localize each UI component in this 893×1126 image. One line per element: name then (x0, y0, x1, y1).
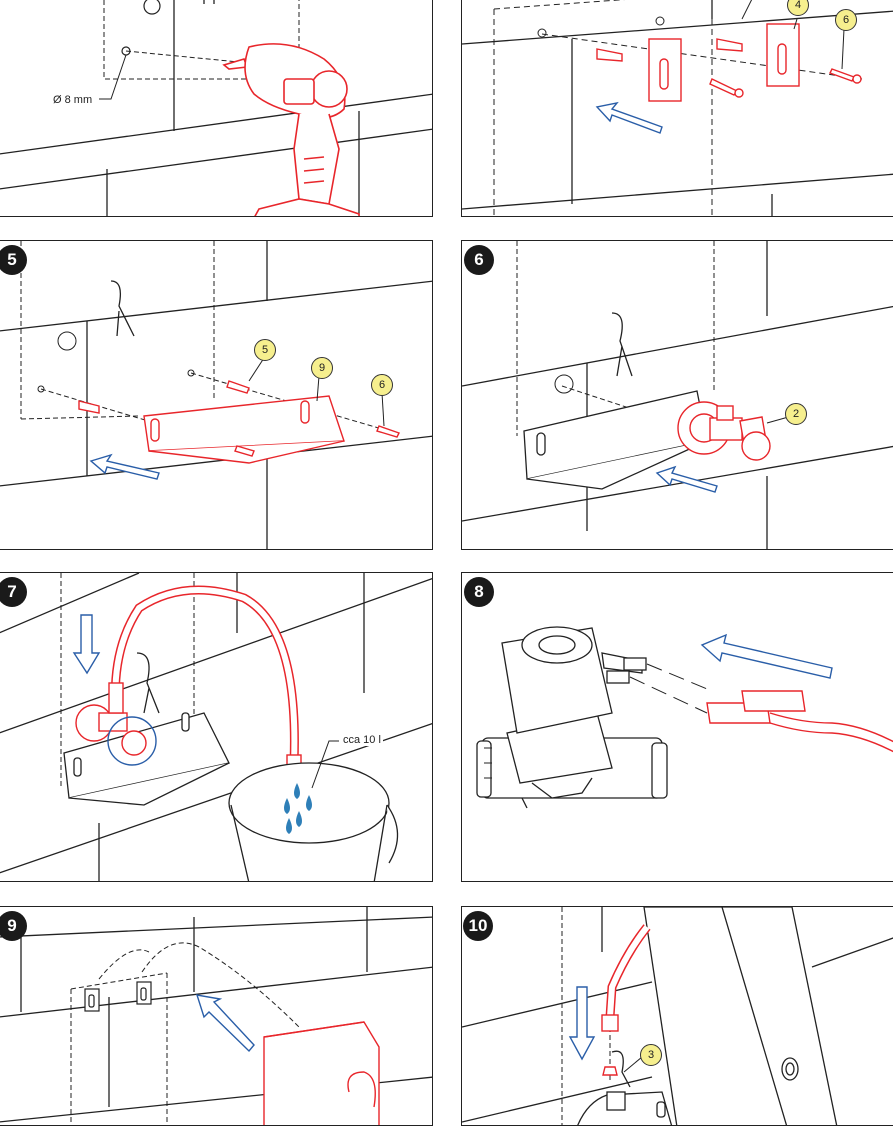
cover-box-icon (264, 1022, 379, 1126)
flush-hose-illustration (0, 573, 433, 882)
drill-wall-illustration (0, 0, 433, 217)
down-arrow (570, 987, 594, 1059)
insert-arrow (597, 103, 662, 133)
step-number: 10 (463, 911, 493, 941)
insert-arrow (91, 455, 159, 479)
step-3-panel: Ø 8 mm (0, 0, 433, 217)
connect-arrow (702, 635, 832, 678)
drill-size-label: Ø 8 mm (51, 94, 94, 106)
connector-plug-icon (707, 691, 893, 753)
step-number: 8 (464, 577, 494, 607)
hose-connect-illustration (462, 907, 893, 1126)
valve-mount-illustration (462, 241, 893, 550)
insert-arrow (197, 995, 254, 1051)
bracket-mount-illustration (0, 241, 433, 550)
solenoid-connect-illustration (462, 573, 893, 882)
step-6-panel: 6 2 (461, 240, 893, 550)
drill-icon (224, 44, 359, 217)
down-arrow (74, 615, 99, 673)
cover-mount-illustration (0, 907, 433, 1126)
angle-valve-icon (678, 402, 770, 460)
callout-5: 5 (254, 339, 276, 361)
callout-6: 6 (835, 9, 857, 31)
callout-6: 6 (371, 374, 393, 396)
callout-9: 9 (311, 357, 333, 379)
step-9-panel: 9 (0, 906, 433, 1126)
solenoid-valve-icon (477, 627, 667, 808)
drill-hole-large (144, 0, 160, 14)
cover-panel (644, 907, 837, 1126)
step-7-panel: 7 cca 10 l (0, 572, 433, 882)
step-5-panel: 5 5 9 6 (0, 240, 433, 550)
callout-2: 2 (785, 403, 807, 425)
step-10-panel: 10 3 (461, 906, 893, 1126)
step-8-panel: 8 (461, 572, 893, 882)
dowel-wall-illustration (462, 0, 893, 217)
callout-3: 3 (640, 1044, 662, 1066)
insert-arrow (657, 467, 717, 492)
bucket-icon (229, 763, 398, 882)
water-volume-label: cca 10 l (341, 734, 383, 746)
step-4-panel: 4 6 (461, 0, 893, 217)
step-number: 6 (464, 245, 494, 275)
